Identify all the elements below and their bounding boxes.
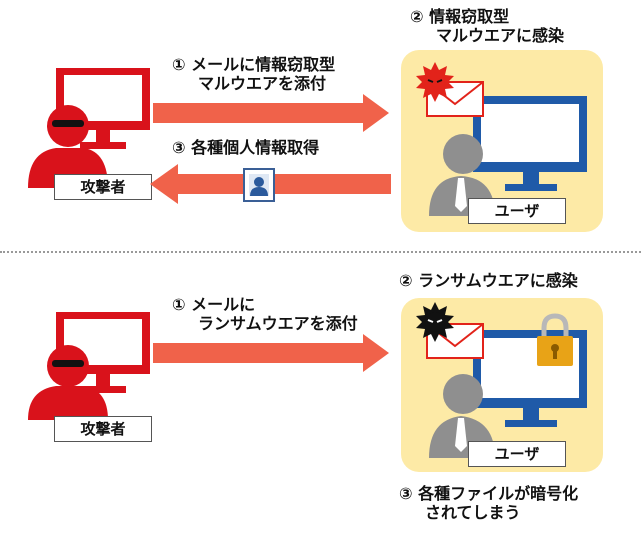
user-label: ユーザ <box>468 198 566 224</box>
lock-icon <box>537 313 573 366</box>
arrow-to-user <box>153 334 389 372</box>
user-label: ユーザ <box>468 441 566 467</box>
step1-caption: ① メールに情報窃取型 マルウエアを添付 <box>172 55 336 93</box>
attacker-icon <box>28 68 150 188</box>
arrow-to-user <box>153 94 389 132</box>
attacker-label: 攻撃者 <box>54 416 152 442</box>
scenario-divider <box>0 251 641 253</box>
attacker-label: 攻撃者 <box>54 174 152 200</box>
virus-icon <box>416 62 454 102</box>
step3-caption: ③ 各種ファイルが暗号化 されてしまう <box>399 484 579 522</box>
step2-caption: ② 情報窃取型 マルウエアに感染 <box>410 7 565 45</box>
user-computer <box>416 62 587 216</box>
step3-caption: ③ 各種個人情報取得 <box>172 138 320 157</box>
id-card-icon <box>243 168 275 202</box>
virus-icon <box>416 302 454 342</box>
user-computer <box>416 302 587 458</box>
attacker-icon <box>28 312 150 420</box>
step1-caption: ① メールに ランサムウエアを添付 <box>172 295 358 333</box>
step2-caption: ② ランサムウエアに感染 <box>399 271 578 290</box>
